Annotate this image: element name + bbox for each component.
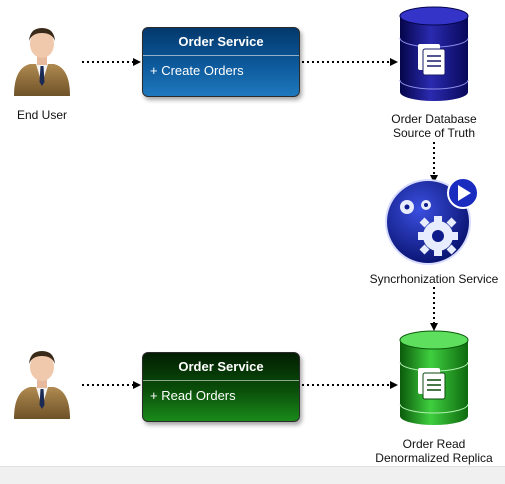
- order-service-write-title: Order Service: [143, 28, 299, 56]
- order-database-document-icon: [418, 44, 446, 76]
- order-read-replica-label: Order Read Denormalized Replica: [364, 437, 504, 465]
- order-database-label: Order Database Source of Truth: [369, 112, 499, 140]
- order-read-replica-database-icon[interactable]: [399, 330, 469, 425]
- end-user-top-label: End User: [16, 108, 68, 122]
- order-read-replica-document-icon: [418, 368, 446, 400]
- order-database-label-line2: Source of Truth: [392, 126, 476, 140]
- order-database-label-line1: Order Database: [391, 112, 477, 126]
- order-read-replica-label-line2: Denormalized Replica: [375, 451, 493, 465]
- order-service-write-box[interactable]: Order Service + Create Orders: [142, 27, 300, 97]
- order-database-icon[interactable]: [399, 6, 469, 101]
- end-user-top-person-icon[interactable]: [14, 28, 70, 96]
- bottom-scrollbar-area: [0, 466, 505, 484]
- order-service-write-member: + Create Orders: [150, 63, 244, 78]
- sync-service-label: Syncrhonization Service: [369, 272, 499, 286]
- order-service-read-title: Order Service: [143, 353, 299, 381]
- order-read-replica-label-line1: Order Read: [402, 437, 466, 451]
- order-service-read-member: + Read Orders: [150, 388, 236, 403]
- order-service-read-box[interactable]: Order Service + Read Orders: [142, 352, 300, 422]
- play-icon: [447, 177, 479, 209]
- sync-service-gear-icon[interactable]: [385, 177, 479, 265]
- end-user-bottom-person-icon[interactable]: [14, 351, 70, 419]
